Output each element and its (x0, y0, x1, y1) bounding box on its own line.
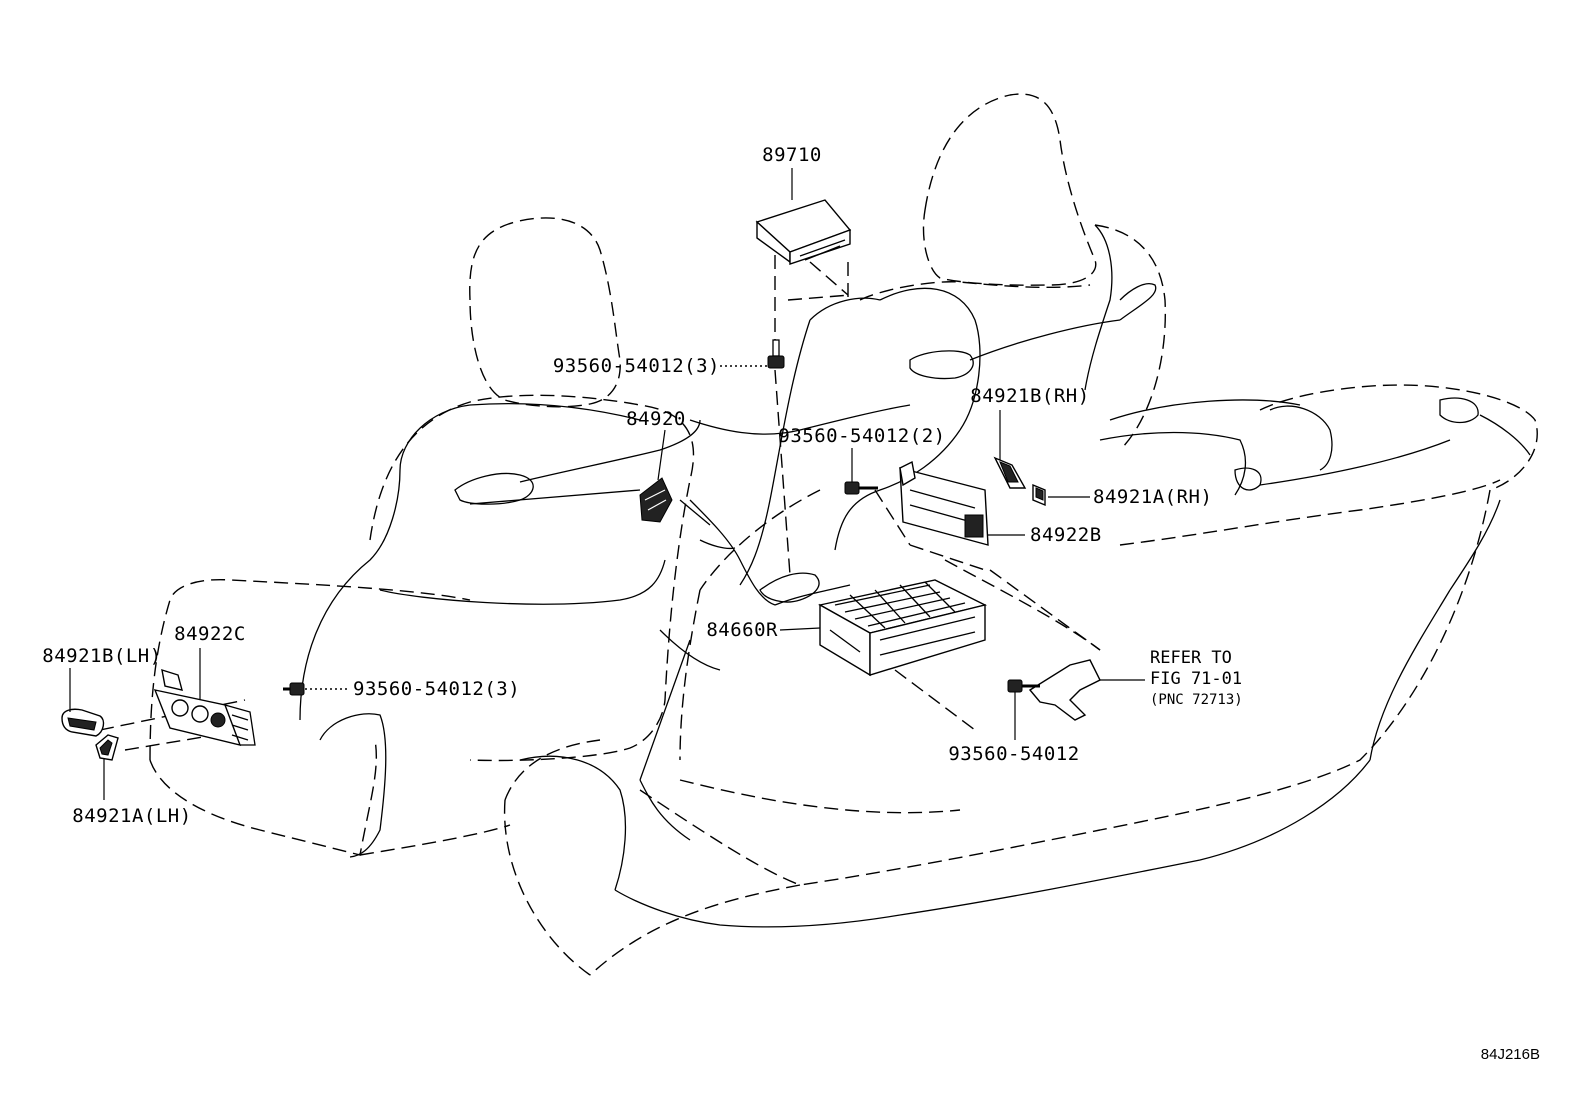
part-84660R-switch[interactable] (818, 579, 988, 677)
part-84922C-plate[interactable] (153, 668, 256, 746)
label-84921A-lh: 84921A(LH) (72, 805, 191, 827)
label-84921A-rh: 84921A(RH) (1093, 486, 1212, 508)
reference-line-3: (PNC 72713) (1150, 692, 1243, 708)
diagram-code: 84J216B (1481, 1046, 1540, 1063)
seat-body-outlines (299, 224, 1531, 928)
label-84922B: 84922B (1030, 524, 1102, 546)
label-84922C: 84922C (174, 623, 246, 645)
label-93560-54012-2: 93560-54012(2) (778, 425, 945, 447)
part-84922B-plate[interactable] (899, 460, 989, 546)
part-84921A-rh-knob[interactable] (1032, 483, 1046, 507)
bolt-icon[interactable] (767, 339, 785, 369)
label-93560-54012-3-top: 93560-54012(3) (553, 355, 720, 377)
part-84921B-lh-knob[interactable] (61, 708, 105, 737)
assembly-guide-lines (99, 255, 1101, 751)
part-84921A-lh-knob[interactable] (95, 734, 119, 761)
part-89710-module[interactable] (755, 199, 852, 265)
callout-leaders (69, 168, 1145, 800)
label-93560-54012-3-left: 93560-54012(3) (353, 678, 520, 700)
part-84920-switch[interactable] (639, 477, 673, 523)
bolt-icon[interactable] (283, 682, 305, 696)
seat-ghost-outlines (149, 93, 1538, 976)
bolt-icon[interactable] (1007, 679, 1040, 693)
part-84921B-rh-knob[interactable] (993, 456, 1027, 489)
callout-labels: 89710 93560-54012(3) 84920 93560-54012(2… (42, 144, 1540, 1063)
part-bracket-ref (1028, 659, 1101, 721)
label-84921B-lh: 84921B(LH) (42, 645, 161, 667)
label-89710: 89710 (762, 144, 822, 166)
reference-line-2: FIG 71-01 (1150, 669, 1242, 689)
label-93560-54012: 93560-54012 (948, 743, 1079, 765)
label-84921B-rh: 84921B(RH) (970, 385, 1089, 407)
reference-line-1: REFER TO (1150, 648, 1232, 668)
label-84660R: 84660R (706, 619, 778, 641)
label-84920: 84920 (626, 408, 686, 430)
